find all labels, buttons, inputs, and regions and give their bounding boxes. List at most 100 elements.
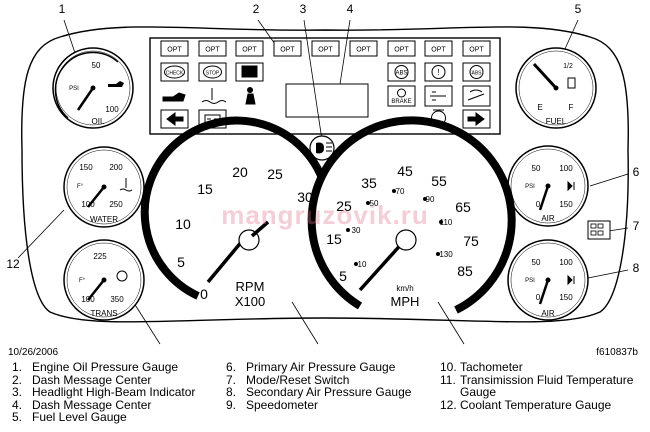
svg-text:OPT: OPT — [205, 47, 220, 54]
tick-label: 90 — [426, 195, 435, 204]
legend-column-3: 10.Tachometer 11.Transimission Fluid Tem… — [440, 361, 650, 411]
svg-text:150: 150 — [79, 163, 93, 172]
legend-item: 10.Tachometer — [440, 360, 523, 374]
needle — [87, 186, 105, 208]
tick-label: 65 — [455, 199, 471, 215]
coolant-temp-icon — [201, 88, 227, 104]
svg-text:0: 0 — [536, 293, 541, 302]
opt-indicator: OPT — [424, 40, 453, 57]
coolant-icon — [119, 178, 133, 192]
air-icon — [567, 180, 575, 192]
svg-text:OPT: OPT — [242, 47, 257, 54]
svg-text:E: E — [537, 103, 542, 112]
svg-text:AIR: AIR — [541, 309, 555, 318]
tick-label: 15 — [197, 181, 213, 197]
fuel-pump-icon — [567, 77, 576, 89]
svg-text:100: 100 — [559, 258, 573, 267]
mph-label: MPH — [391, 294, 420, 309]
callout-1: 1 — [59, 2, 66, 16]
opt-indicator: OPT — [349, 40, 378, 57]
opt-indicator: OPT — [462, 40, 491, 57]
tick-label: 5 — [177, 254, 185, 270]
message-center-frame — [149, 37, 501, 135]
svg-text:150: 150 — [559, 200, 573, 209]
callout-9: 9 — [461, 344, 468, 345]
abs-icon: ABS — [387, 62, 416, 82]
svg-text:100: 100 — [81, 200, 95, 209]
svg-text:OPT: OPT — [318, 47, 333, 54]
svg-text:50: 50 — [532, 164, 541, 173]
svg-text:OPT: OPT — [167, 47, 182, 54]
date-stamp: 10/26/2006 — [8, 347, 59, 358]
opt-indicator: OPT — [311, 40, 340, 57]
svg-text:ABS: ABS — [471, 71, 482, 77]
needle — [76, 87, 95, 111]
tick-label: 30 — [297, 189, 313, 205]
legend-item: 5.Fuel Level Gauge — [12, 410, 127, 425]
transmission-temperature-gauge: 225 F° 100 350 TRANS — [63, 239, 145, 321]
svg-text:225: 225 — [93, 252, 107, 261]
cluster-outline — [21, 26, 629, 323]
callout-4: 4 — [347, 2, 354, 16]
legend-item: 7.Mode/Reset Switch — [226, 372, 350, 387]
svg-text:OPT: OPT — [280, 47, 295, 54]
svg-text:250: 250 — [109, 200, 123, 209]
tick-label: 50 — [370, 199, 379, 208]
tick-label: 20 — [232, 164, 248, 180]
svg-text:!: ! — [437, 68, 439, 77]
high-beam-indicator — [309, 135, 335, 161]
seatbelt-icon — [245, 87, 256, 105]
secondary-air-pressure-gauge: 50 100 PSI 0 150 AIR — [507, 239, 589, 321]
legend-item: 11.Transimission Fluid Temperature Gauge — [440, 372, 634, 400]
tick-label: 110 — [440, 218, 453, 227]
svg-text:OPT: OPT — [469, 47, 484, 54]
callout-3: 3 — [300, 2, 307, 16]
callout-5: 5 — [575, 2, 582, 16]
legend-item: 1.Engine Oil Pressure Gauge — [12, 360, 179, 374]
callout-10: 10 — [309, 344, 323, 345]
tick-label: 75 — [463, 233, 479, 249]
left-arrow-icon — [160, 109, 189, 129]
svg-text:FUEL: FUEL — [546, 117, 567, 126]
rpm-multiplier-label: X100 — [235, 294, 265, 309]
callout-11: 11 — [154, 344, 167, 345]
needle — [538, 279, 550, 305]
speedometer-needle — [358, 238, 407, 292]
tick-label: 45 — [397, 163, 413, 179]
tick-label: 10 — [358, 260, 367, 269]
tick-label: 35 — [361, 175, 377, 191]
oil-can-icon — [162, 92, 186, 102]
svg-text:0: 0 — [536, 200, 541, 209]
opt-indicator: OPT — [160, 40, 189, 57]
tick-label: 85 — [457, 263, 473, 279]
brake-warning-icon: ! — [424, 62, 453, 82]
svg-text:50: 50 — [92, 61, 101, 70]
svg-text:F°: F° — [79, 278, 86, 284]
figure-code: f610837b — [596, 347, 638, 358]
legend-column-2: 6.Primary Air Pressure Gauge 7.Mode/Rese… — [226, 361, 411, 411]
tick-label: 5 — [339, 268, 347, 284]
legend-item: 8.Secondary Air Pressure Gauge — [226, 385, 412, 400]
exhaust-icon — [424, 85, 453, 107]
tick-label: 55 — [431, 173, 447, 189]
right-arrow-icon — [462, 109, 491, 129]
svg-text:TRANS: TRANS — [90, 309, 117, 318]
tick-label: 10 — [175, 216, 191, 232]
svg-text:OPT: OPT — [394, 47, 409, 54]
speedometer: 5 15 25 35 45 55 65 75 85 10 30 50 70 90… — [307, 116, 516, 314]
svg-text:1/2: 1/2 — [563, 63, 573, 70]
rpm-label: RPM — [236, 279, 265, 294]
wait-to-start-icon — [462, 85, 491, 107]
svg-text:CHECK: CHECK — [166, 71, 184, 77]
mode-reset-switch[interactable] — [587, 220, 611, 240]
svg-text:PSI: PSI — [525, 184, 535, 190]
legend-item: 12.Coolant Temperature Gauge — [440, 397, 612, 412]
primary-air-pressure-gauge: 50 100 PSI 0 150 AIR — [507, 145, 589, 227]
svg-text:OPT: OPT — [356, 47, 371, 54]
legend-item: 2.Dash Message Center — [12, 372, 152, 387]
tick-label: 15 — [326, 231, 342, 247]
brake-icon: BRAKE — [387, 85, 416, 107]
coolant-temperature-gauge: 150 200 F° 100 250 WATER — [63, 146, 145, 228]
svg-text:BRAKE: BRAKE — [391, 99, 411, 105]
legend-item: 3.Headlight High-Beam Indicator — [12, 385, 196, 400]
